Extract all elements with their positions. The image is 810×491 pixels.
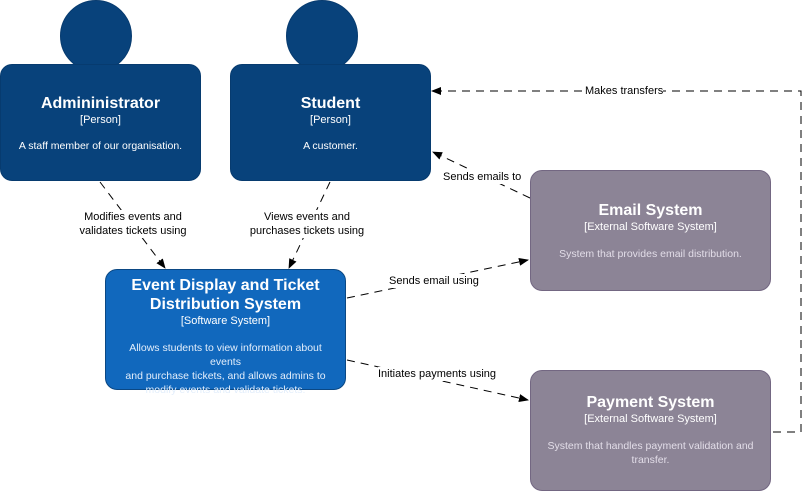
administrator-description: A staff member of our organisation.	[18, 140, 183, 152]
label-student-to-event-line1: Views events and	[263, 211, 351, 223]
email-system-description: System that provides email distribution.	[559, 248, 742, 260]
event-system-description-line1: Allows students to view information abou…	[129, 342, 322, 368]
label-admin-to-event-line1: Modifies events and	[84, 211, 182, 223]
student-kind: [Person]	[310, 114, 351, 126]
connector-email-to-student	[432, 151, 531, 199]
student-name: Student	[300, 95, 361, 112]
connector-admin-to-event	[99, 181, 166, 269]
event-system-name-line1: Event Display and Ticket	[131, 277, 320, 294]
event-system-name-line2: Distribution System	[149, 296, 302, 313]
event-system-description-line3: modify events and validate tickets.	[145, 384, 306, 396]
administrator-head	[60, 0, 132, 72]
administrator-kind: [Person]	[80, 114, 121, 126]
label-admin-to-event: Modifies events and validates tickets us…	[70, 210, 196, 238]
label-event-to-payment: Initiates payments using	[378, 367, 497, 381]
label-student-to-event-line2: purchases tickets using	[249, 225, 365, 237]
student-head	[286, 0, 358, 72]
payment-system-name: Payment System	[586, 394, 715, 411]
payment-system-description-line2: transfer.	[631, 454, 670, 466]
student-description: A customer.	[303, 140, 358, 152]
label-payment-to-student: Makes transfers	[585, 84, 664, 98]
connector-event-to-payment	[346, 359, 529, 402]
label-student-to-event: Views events and purchases tickets using	[244, 210, 370, 238]
administrator-name: Admininistrator	[40, 95, 161, 112]
payment-system-description-line1: System that handles payment validation a…	[547, 440, 754, 452]
label-admin-to-event-line2: validates tickets using	[79, 225, 187, 237]
label-email-to-student: Sends emails to	[443, 170, 522, 184]
payment-system[interactable]: Payment System [External Software System…	[530, 370, 771, 491]
email-system-name: Email System	[598, 202, 703, 219]
event-system-description-line2: and purchase tickets, and allows admins …	[125, 370, 326, 382]
label-event-to-email: Sends email using	[389, 274, 479, 288]
connector-event-to-email	[346, 257, 529, 299]
payment-system-kind: [External Software System]	[584, 413, 717, 425]
event-system-kind: [Software System]	[180, 315, 271, 327]
email-system-kind: [External Software System]	[584, 221, 717, 233]
student-person[interactable]: Student [Person] A customer.	[230, 64, 431, 181]
event-system[interactable]: Event Display and Ticket Distribution Sy…	[105, 269, 346, 396]
administrator-person[interactable]: Admininistrator [Person] A staff member …	[0, 64, 201, 181]
email-system[interactable]: Email System [External Software System] …	[530, 170, 771, 291]
